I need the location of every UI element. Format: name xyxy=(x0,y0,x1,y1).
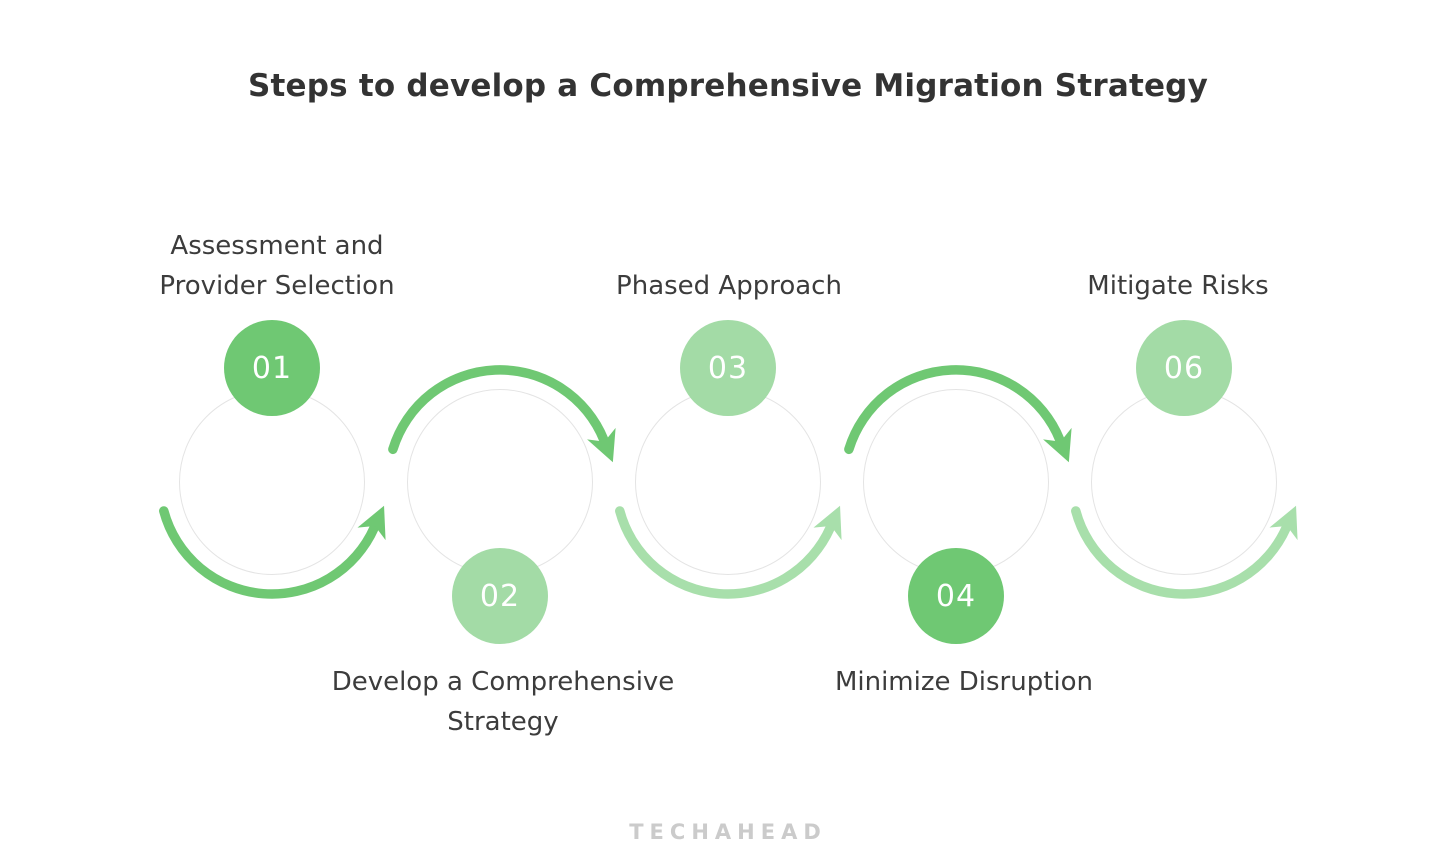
step-label-6: Mitigate Risks xyxy=(1087,271,1269,301)
step-circle-outline-3 xyxy=(635,389,821,575)
step-number-badge-1: 01 xyxy=(224,320,320,416)
brand-watermark: TECHAHEAD xyxy=(629,820,827,844)
page-title: Steps to develop a Comprehensive Migrati… xyxy=(248,68,1208,104)
step-label-2: Develop a Comprehensive Strategy xyxy=(331,667,675,737)
step-label-4: Minimize Disruption xyxy=(834,667,1094,697)
step-label-3: Phased Approach xyxy=(616,271,842,301)
step-label-1: Assessment and Provider Selection xyxy=(159,231,395,301)
step-circle-outline-6 xyxy=(1091,389,1277,575)
step-number-badge-6: 06 xyxy=(1136,320,1232,416)
step-number-badge-2: 02 xyxy=(452,548,548,644)
step-number-badge-4: 04 xyxy=(908,548,1004,644)
step-number-badge-3: 03 xyxy=(680,320,776,416)
step-circle-outline-1 xyxy=(179,389,365,575)
